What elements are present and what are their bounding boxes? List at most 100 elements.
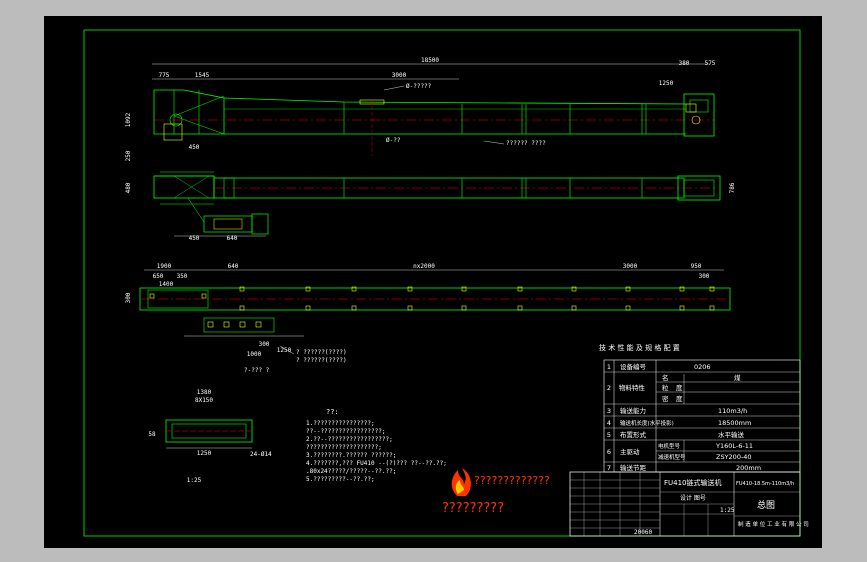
dim-bot-total: nx2000: [413, 263, 435, 270]
title-scale: 1:25: [720, 507, 735, 514]
notes-block: ??: 1.????????????????; ??--????????????…: [306, 408, 447, 483]
dim-sec-w: 1380: [197, 389, 212, 396]
dim-sec-tag: 24-Ø14: [250, 451, 272, 458]
title-block: FU410链式输送机 FU410-18.5m-110m3/h 总图 设计 图号 …: [569, 471, 809, 537]
dim-top-right-b: 575: [705, 60, 716, 67]
spec-no-3: 3: [607, 407, 611, 415]
dim-top-total: 18500: [421, 57, 439, 64]
section-view: 1380 8X150 1250 58 24-Ø14 1:25: [148, 389, 272, 484]
dim-bot-left-d: 1400: [159, 281, 174, 288]
spec-label-5: 布置形式: [620, 430, 647, 439]
spec-no-5: 5: [607, 431, 611, 439]
dim-sec-h: 1250: [197, 450, 212, 457]
spec-value-1: 0206: [694, 363, 711, 371]
spec-label-6: 主驱动: [620, 447, 640, 456]
spec-sub-2-0-k: 名: [662, 373, 669, 382]
drawing-svg: 18500 1545 3000 775 380 575 1250 1092 25…: [83, 29, 809, 537]
spec-no-6: 6: [607, 448, 611, 456]
drawing-canvas[interactable]: 18500 1545 3000 775 380 575 1250 1092 25…: [44, 16, 822, 548]
title-company: 制 造 单 位 工 业 有 限 公 司: [738, 520, 809, 528]
note-anchor-1: ? ??????(????): [296, 349, 347, 356]
dim-bot-right-c: 300: [699, 273, 710, 280]
title-drawing-type: 总图: [757, 499, 775, 511]
dim-sec-in: 8X150: [195, 397, 213, 404]
spec-label-3: 输送能力: [620, 406, 646, 415]
dim-drive-e: 1250: [277, 347, 292, 354]
note-anchor-2: ? ??????(????): [296, 357, 347, 364]
spec-sub-6-1-k: 减速机型号: [658, 453, 686, 461]
notes-title: ??:: [326, 408, 339, 416]
notes-line-6: 4.???????,??? FU410 --(?)??? ??--??.??;: [306, 460, 447, 467]
dim-drive-a: 450: [189, 235, 200, 242]
dim-bot-mid: 640: [228, 263, 239, 270]
brand-logo: ????????????? ?????????: [442, 468, 550, 516]
dim-top-foot: 250: [125, 150, 132, 161]
spec-no-4: 4: [607, 419, 611, 427]
notes-line-2: ??--?????????????????;: [306, 428, 385, 435]
notes-line-7: .80x24?????/?????--??.??;: [306, 468, 396, 475]
section-scale: 1:25: [187, 477, 202, 484]
spec-sub-2-1-k: 粒: [662, 383, 669, 392]
elevation-view: 18500 1545 3000 775 380 575 1250 1092 25…: [125, 57, 716, 161]
notes-line-3: 2.??--?????????????????;: [306, 436, 393, 443]
dim-bot-right-b: 950: [691, 263, 702, 270]
dim-bot-left-a: 1900: [157, 263, 172, 270]
logo-line-2: ?????????: [442, 501, 504, 516]
dim-top-base: 450: [189, 144, 200, 151]
spec-label-4: 输送机长度(水平投影): [620, 419, 674, 427]
title-sub-label: 设计 图号: [680, 494, 706, 502]
dim-drive-c: 300: [259, 341, 270, 348]
spec-label-1: 设备编号: [620, 362, 647, 371]
spec-no-7: 7: [607, 464, 611, 472]
note-chain: ?????? ????: [506, 140, 546, 147]
spec-value-5: 水平输送: [718, 430, 745, 439]
dim-top-right-a: 380: [679, 60, 690, 67]
dim-top-mid-seg: 3000: [392, 72, 407, 79]
spec-sub-2-2-k: 密: [662, 394, 669, 403]
dim-top-right-c: 1250: [659, 80, 674, 87]
flame-core-icon: [455, 480, 464, 494]
dim-bot-height: 300: [125, 292, 132, 303]
title-model: FU410-18.5m-110m3/h: [736, 481, 794, 487]
title-drawing-name: FU410链式输送机: [664, 478, 722, 487]
spec-sub-2-2-v: 度: [676, 394, 683, 403]
spec-sub-6-0-v: Y160L-6-11: [715, 442, 753, 450]
notes-line-5: 3.????????.?????? ??????;: [306, 452, 396, 459]
dim-top-left-small: 775: [159, 72, 170, 79]
spec-label-7: 输送节距: [620, 463, 647, 472]
spec-table: 技 术 性 能 及 规 格 配 置 1: [599, 343, 801, 473]
spec-sub-6-0-k: 电机型号: [658, 442, 681, 450]
spec-value-4: 18500mm: [718, 419, 751, 427]
dim-side-height: 480: [125, 182, 132, 193]
note-side: Ø-??: [386, 137, 401, 144]
note-inlet: Ø-?????: [406, 83, 432, 90]
notes-line-8: 5.?????????--??.??;: [306, 476, 375, 483]
spec-no-1: 1: [607, 363, 611, 371]
spec-label-2: 物料特性: [619, 383, 646, 392]
logo-line-1: ?????????????: [474, 474, 550, 487]
spec-value-7: 200mm: [736, 464, 761, 472]
dim-top-left-seg: 1545: [195, 72, 210, 79]
dim-bot-left-c: 350: [177, 273, 188, 280]
drawing-border: [83, 29, 801, 537]
flame-icon: [451, 468, 471, 496]
spec-sub-2-0-v: 煤: [734, 373, 741, 382]
dim-drive-d: 1000: [247, 351, 262, 358]
notes-line-1: 1.????????????????;: [306, 420, 375, 427]
title-code: 20060: [634, 529, 652, 536]
spec-heading: 技 术 性 能 及 规 格 配 置: [599, 343, 680, 352]
dim-bot-right-a: 3000: [623, 263, 638, 270]
spec-value-3: 110m3/h: [718, 407, 747, 415]
dim-side-right: 786: [729, 182, 736, 193]
note-anchor-3: ?-??? ?: [244, 367, 270, 374]
spec-sub-6-1-v: ZSY200-40: [716, 453, 752, 461]
spec-no-2: 2: [607, 384, 611, 392]
notes-line-4: ????????????????????;: [306, 444, 382, 451]
dim-drive-b: 640: [227, 235, 238, 242]
dim-top-height: 1092: [125, 112, 132, 127]
spec-sub-2-1-v: 度: [676, 383, 683, 392]
dim-sec-left: 58: [148, 431, 156, 438]
foundation-view: 1900 640 nx2000 3000 950 300 650 350 140…: [125, 263, 734, 374]
plan-view: 786 480 450 640: [125, 171, 736, 242]
